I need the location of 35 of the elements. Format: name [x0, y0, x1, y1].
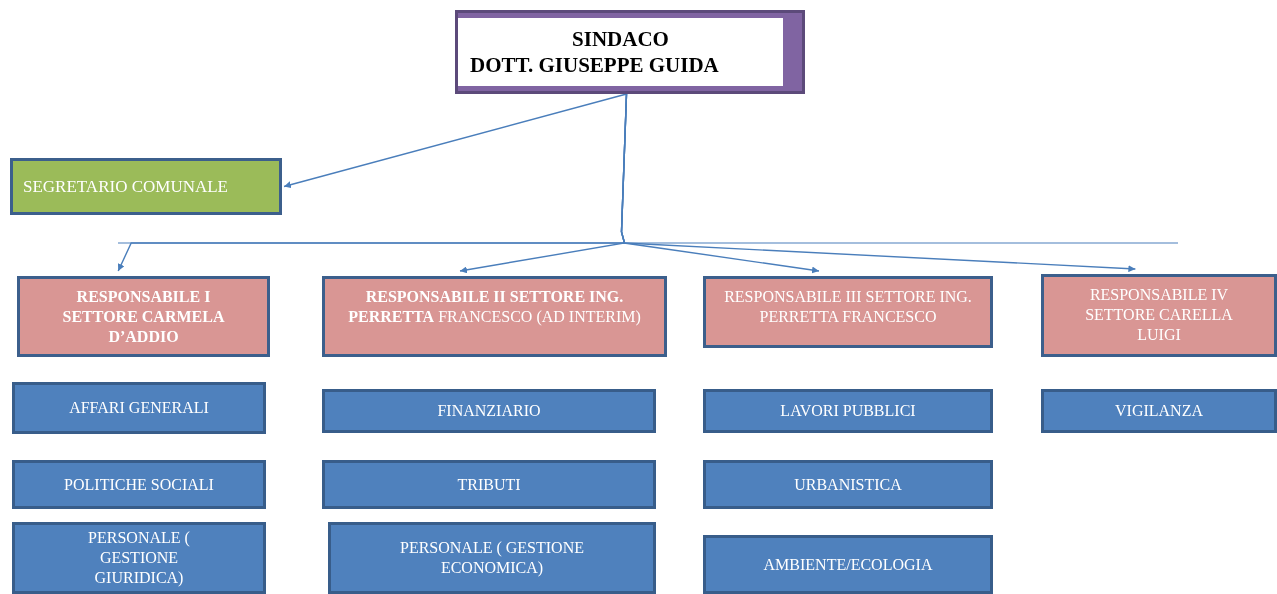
office-box: [12, 460, 266, 509]
box-label: TRIBUTI: [457, 474, 521, 495]
sector-head-box: [17, 276, 270, 357]
office-box: [1041, 389, 1277, 433]
office-box: [12, 382, 266, 434]
box-label: SEGRETARIO COMUNALE: [23, 175, 228, 198]
office-box: [703, 535, 993, 594]
office-box: [322, 460, 656, 509]
box-label: RESPONSABILE II SETTORE ING. PERRETTA FRANCESCO (AD INTERIM): [347, 287, 642, 327]
office-box: [328, 522, 656, 594]
office-box: [703, 460, 993, 509]
box-label: RESPONSABILE III SETTORE ING. PERRETTA FRANCESCO: [724, 287, 972, 327]
box-label: FINANZIARIO: [437, 401, 541, 421]
box-label: PERSONALE ( GESTIONE ECONOMICA): [399, 538, 585, 578]
role-box: [10, 158, 282, 215]
sector-head-box: [1041, 274, 1277, 357]
box-label: AFFARI GENERALI: [69, 398, 209, 418]
box-label: LAVORI PUBBLICI: [780, 401, 916, 421]
name-text: DOTT. GIUSEPPE GUIDA: [469, 52, 720, 79]
arrow: [620, 93, 1137, 273]
box-label: VIGILANZA: [1115, 401, 1203, 421]
arrow: [283, 93, 628, 189]
box-label: URBANISTICA: [794, 474, 902, 495]
office-box: [12, 522, 266, 594]
box-label: POLITICHE SOCIALI: [64, 474, 214, 495]
title-text: SINDACO: [571, 25, 670, 52]
sector-head-box: [703, 276, 993, 348]
box-label: RESPONSABILE IV SETTORE CARELLA LUIGI: [1084, 285, 1234, 345]
office-box: [703, 389, 993, 433]
box-label: RESPONSABILE I SETTORE CARMELA D’ADDIO: [61, 287, 226, 347]
office-box: [322, 389, 656, 433]
box-label: AMBIENTE/ECOLOGIA: [763, 554, 933, 575]
box-label: PERSONALE ( GESTIONE GIURIDICA): [87, 528, 191, 588]
mayor-box: [455, 10, 805, 94]
sector-head-box: [322, 276, 667, 357]
